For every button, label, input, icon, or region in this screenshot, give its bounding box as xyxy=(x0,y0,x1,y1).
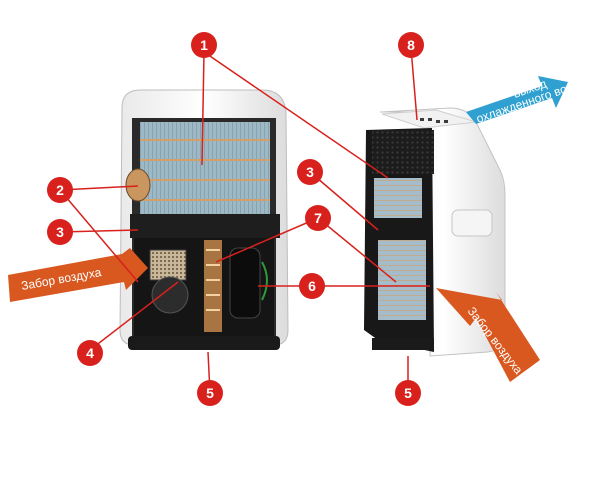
outlet-arrow: выход охлажденного воздуха xyxy=(466,72,598,126)
callout-5-left-label: 5 xyxy=(206,385,214,401)
condenser-fan xyxy=(151,276,189,314)
control-buttons xyxy=(420,118,448,123)
callout-3-left: 3 xyxy=(47,219,73,245)
callout-1: 1 xyxy=(191,32,217,58)
divider-panel xyxy=(130,214,280,238)
callout-3-right-label: 3 xyxy=(306,164,314,180)
callout-5-right: 5 xyxy=(395,380,421,406)
side-handle xyxy=(451,209,493,237)
leader-lines xyxy=(59,47,430,394)
right-unit xyxy=(364,107,506,357)
callout-2: 2 xyxy=(47,177,73,203)
fan-motor xyxy=(125,168,151,202)
callout-6: 6 xyxy=(299,273,325,299)
callout-3-left-label: 3 xyxy=(56,224,64,240)
right-unit-base xyxy=(372,338,434,350)
callout-8: 8 xyxy=(398,32,424,58)
callout-7-label: 7 xyxy=(314,210,322,226)
callout-5-right-label: 5 xyxy=(404,385,412,401)
callout-6-label: 6 xyxy=(308,278,316,294)
callout-2-label: 2 xyxy=(56,182,64,198)
callout-1-label: 1 xyxy=(200,37,208,53)
evaporator-coil xyxy=(140,122,270,218)
callout-7: 7 xyxy=(305,205,331,231)
callout-8-label: 8 xyxy=(407,37,415,53)
callout-4-label: 4 xyxy=(86,345,94,361)
compressor xyxy=(229,247,261,319)
side-condenser xyxy=(378,240,426,320)
left-unit xyxy=(119,89,289,350)
callout-5-left: 5 xyxy=(197,380,223,406)
callout-4: 4 xyxy=(77,340,103,366)
left-unit-base xyxy=(128,336,280,350)
condenser-tubes xyxy=(204,240,222,332)
air-filter xyxy=(149,249,187,281)
side-evaporator xyxy=(374,178,422,218)
callout-3-right: 3 xyxy=(297,159,323,185)
